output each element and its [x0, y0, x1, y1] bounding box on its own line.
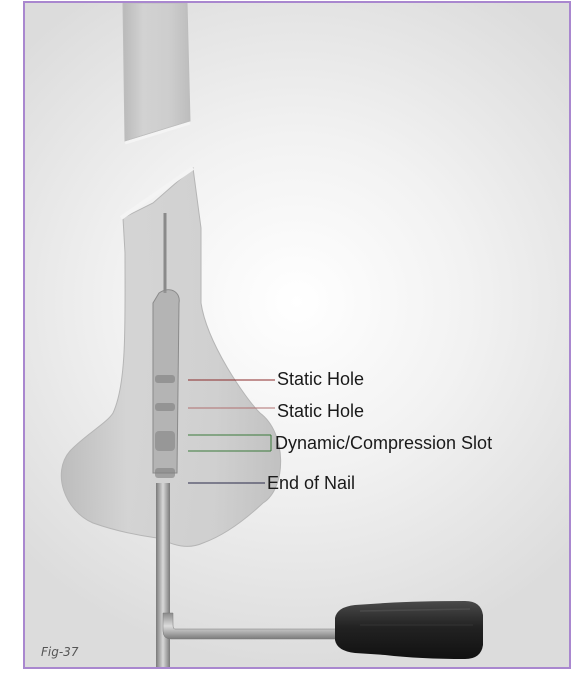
femur-nail-illustration: [25, 3, 571, 669]
nail-end-marker: [155, 468, 175, 478]
static-hole-marker-2: [155, 403, 175, 411]
handle-bar: [163, 613, 345, 639]
figure-frame: Static Hole Static Hole Dynamic/Compress…: [23, 1, 571, 669]
label-end-of-nail: End of Nail: [267, 473, 355, 493]
insertion-rod: [156, 483, 170, 669]
dynamic-slot-marker: [155, 431, 175, 451]
label-static-hole-2: Static Hole: [277, 401, 364, 421]
figure-caption: Fig-37: [41, 645, 78, 659]
label-dynamic-compression-slot: Dynamic/Compression Slot: [275, 433, 492, 453]
static-hole-marker-1: [155, 375, 175, 383]
bone-upper-fragment: [123, 3, 190, 141]
label-static-hole-1: Static Hole: [277, 369, 364, 389]
